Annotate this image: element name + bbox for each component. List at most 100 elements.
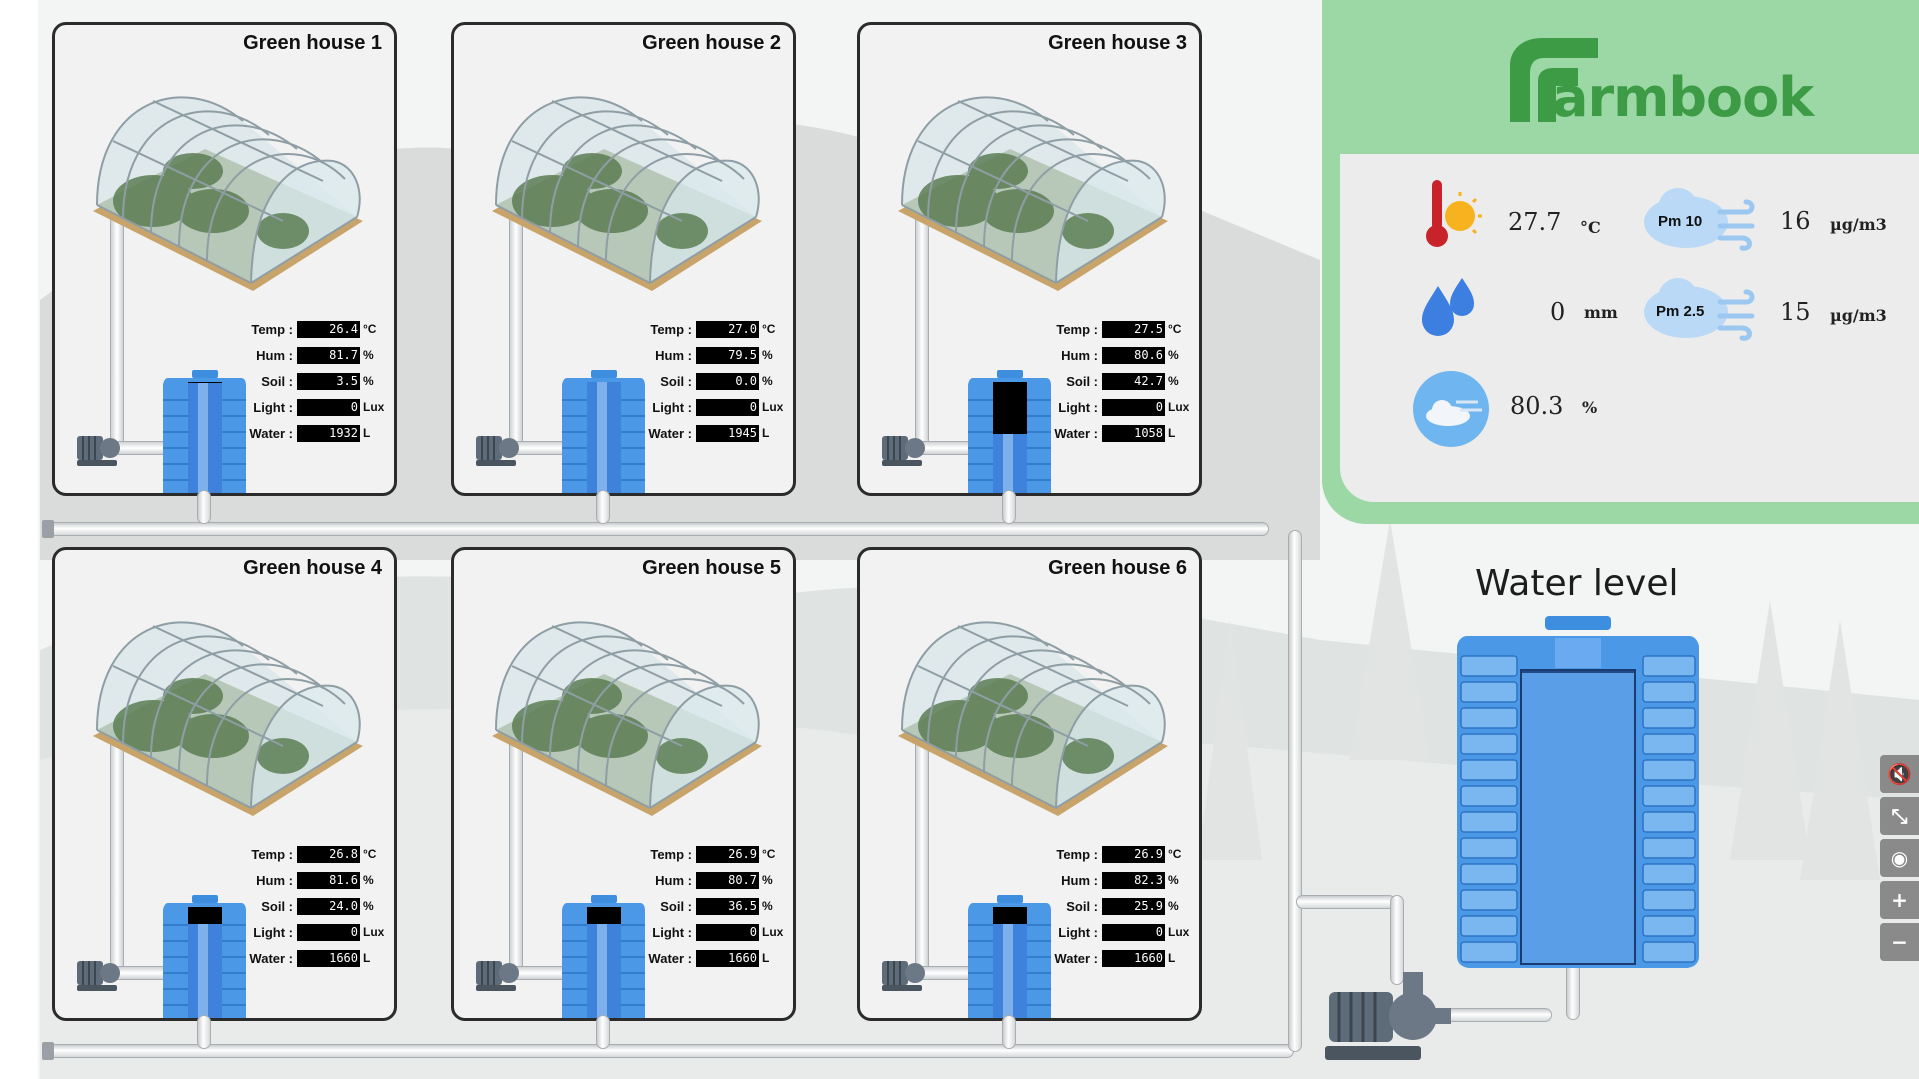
metric-unit-temp: °C bbox=[1168, 322, 1182, 336]
metric-label-water: Water : bbox=[648, 426, 692, 441]
greenhouse-card-2[interactable]: Green house 2 Temp : 27.0 bbox=[451, 22, 796, 496]
metric-unit-light: Lux bbox=[1168, 925, 1190, 939]
metric-value-temp: 26.9 bbox=[696, 846, 759, 863]
main-riser-pipe bbox=[1288, 530, 1302, 1052]
metric-unit-hum: % bbox=[1168, 348, 1179, 362]
metric-row-soil: Soil : 42.7 % bbox=[1040, 372, 1199, 392]
metric-label-water: Water : bbox=[648, 951, 692, 966]
greenhouse-title: Green house 1 bbox=[243, 32, 382, 54]
metric-row-temp: Temp : 26.4 °C bbox=[235, 320, 394, 340]
metric-row-hum: Hum : 82.3 % bbox=[1040, 871, 1199, 891]
metric-unit-hum: % bbox=[363, 873, 374, 887]
metric-label-temp: Temp : bbox=[1056, 847, 1098, 862]
metric-value-hum: 80.7 bbox=[696, 872, 759, 889]
mini-pump-icon bbox=[77, 955, 121, 991]
greenhouse-water-tank bbox=[561, 895, 646, 1018]
metric-label-light: Light : bbox=[652, 400, 692, 415]
weather-temp-value: 27.7 bbox=[1508, 208, 1562, 236]
collapse-button[interactable]: ⤡ bbox=[1880, 797, 1919, 835]
metric-row-light: Light : 0 Lux bbox=[634, 398, 793, 418]
metric-label-hum: Hum : bbox=[655, 873, 692, 888]
metric-unit-water: L bbox=[363, 426, 371, 440]
metric-unit-temp: °C bbox=[363, 322, 377, 336]
metric-value-water: 1932 bbox=[297, 425, 360, 442]
metric-unit-temp: °C bbox=[762, 847, 776, 861]
metric-value-hum: 81.6 bbox=[297, 872, 360, 889]
greenhouse-illustration bbox=[482, 586, 772, 816]
zoom-out-icon: − bbox=[1891, 930, 1908, 954]
greenhouse-water-tank bbox=[967, 370, 1052, 493]
farmbook-logo-icon bbox=[1510, 38, 1598, 122]
greenhouse-card-5[interactable]: Green house 5 Temp : 26.9 bbox=[451, 547, 796, 1021]
metric-value-water: 1945 bbox=[696, 425, 759, 442]
metric-unit-light: Lux bbox=[762, 400, 784, 414]
greenhouse-card-6[interactable]: Green house 6 Temp : 26.9 bbox=[857, 547, 1202, 1021]
metric-label-soil: Soil : bbox=[1066, 899, 1098, 914]
metric-value-light: 0 bbox=[1102, 399, 1165, 416]
pm10-unit: µg/m3 bbox=[1830, 215, 1887, 234]
greenhouse-card-1[interactable]: Green house 1 Temp : 26.4 bbox=[52, 22, 397, 496]
metric-label-soil: Soil : bbox=[261, 899, 293, 914]
metric-unit-hum: % bbox=[762, 873, 773, 887]
metric-label-hum: Hum : bbox=[256, 873, 293, 888]
metric-row-light: Light : 0 Lux bbox=[634, 923, 793, 943]
water-pump-icon bbox=[1325, 972, 1451, 1060]
metric-label-hum: Hum : bbox=[1061, 348, 1098, 363]
metric-row-water: Water : 1932 L bbox=[235, 424, 394, 444]
weather-rain-unit: mm bbox=[1584, 303, 1618, 322]
greenhouse-title: Green house 6 bbox=[1048, 557, 1187, 579]
greenhouse-card-3[interactable]: Green house 3 Temp : 27.5 bbox=[857, 22, 1202, 496]
metric-unit-light: Lux bbox=[363, 925, 385, 939]
metric-unit-water: L bbox=[1168, 426, 1176, 440]
main-water-tank bbox=[1457, 616, 1699, 968]
tank-outlet-pipe bbox=[1440, 1008, 1552, 1022]
water-level-title: Water level bbox=[1475, 563, 1679, 604]
metric-row-temp: Temp : 26.9 °C bbox=[1040, 845, 1199, 865]
metric-label-temp: Temp : bbox=[251, 322, 293, 337]
metric-row-water: Water : 1058 L bbox=[1040, 424, 1199, 444]
metric-label-temp: Temp : bbox=[1056, 322, 1098, 337]
bottom-water-pipe bbox=[44, 1044, 1294, 1058]
pipe-cap-left-bottom bbox=[42, 1042, 54, 1060]
weather-rain-value: 0 bbox=[1550, 298, 1566, 326]
metric-unit-hum: % bbox=[762, 348, 773, 362]
zoom-in-button[interactable]: + bbox=[1880, 881, 1919, 919]
metric-value-light: 0 bbox=[696, 399, 759, 416]
metric-row-temp: Temp : 27.0 °C bbox=[634, 320, 793, 340]
pump-feed-pipe bbox=[1296, 895, 1396, 909]
greenhouse-illustration bbox=[482, 61, 772, 291]
eye-button[interactable]: ◉ bbox=[1880, 839, 1919, 877]
metric-label-hum: Hum : bbox=[1061, 873, 1098, 888]
greenhouse-title: Green house 2 bbox=[642, 32, 781, 54]
metric-label-water: Water : bbox=[249, 426, 293, 441]
pm10-cloud-icon bbox=[1644, 188, 1755, 251]
metric-row-soil: Soil : 3.5 % bbox=[235, 372, 394, 392]
zoom-in-icon: + bbox=[1891, 888, 1908, 912]
metric-row-light: Light : 0 Lux bbox=[235, 398, 394, 418]
metric-unit-soil: % bbox=[363, 374, 374, 388]
metric-label-water: Water : bbox=[249, 951, 293, 966]
metric-row-hum: Hum : 81.6 % bbox=[235, 871, 394, 891]
mute-button[interactable]: 🔇 bbox=[1880, 755, 1919, 793]
pm25-value: 15 bbox=[1780, 298, 1811, 326]
pm25-cloud-icon bbox=[1644, 278, 1755, 341]
metric-unit-soil: % bbox=[762, 374, 773, 388]
metric-value-hum: 80.6 bbox=[1102, 347, 1165, 364]
pump-elbow-pipe bbox=[1390, 895, 1404, 985]
metric-row-light: Light : 0 Lux bbox=[1040, 923, 1199, 943]
mini-pump-icon bbox=[77, 430, 121, 466]
metric-unit-hum: % bbox=[1168, 873, 1179, 887]
cloud-wind-icon bbox=[1413, 371, 1489, 447]
tank-drop-pipe-6 bbox=[1002, 1015, 1016, 1049]
metric-row-light: Light : 0 Lux bbox=[235, 923, 394, 943]
zoom-out-button[interactable]: − bbox=[1880, 923, 1919, 961]
greenhouse-card-4[interactable]: Green house 4 Temp : 26.8 bbox=[52, 547, 397, 1021]
metric-row-temp: Temp : 27.5 °C bbox=[1040, 320, 1199, 340]
metric-label-light: Light : bbox=[652, 925, 692, 940]
tank-drop-pipe-5 bbox=[596, 1015, 610, 1049]
top-water-pipe bbox=[44, 522, 1269, 536]
metric-unit-hum: % bbox=[363, 348, 374, 362]
metric-label-light: Light : bbox=[253, 400, 293, 415]
pm25-unit: µg/m3 bbox=[1830, 306, 1887, 325]
metric-value-water: 1660 bbox=[1102, 950, 1165, 967]
